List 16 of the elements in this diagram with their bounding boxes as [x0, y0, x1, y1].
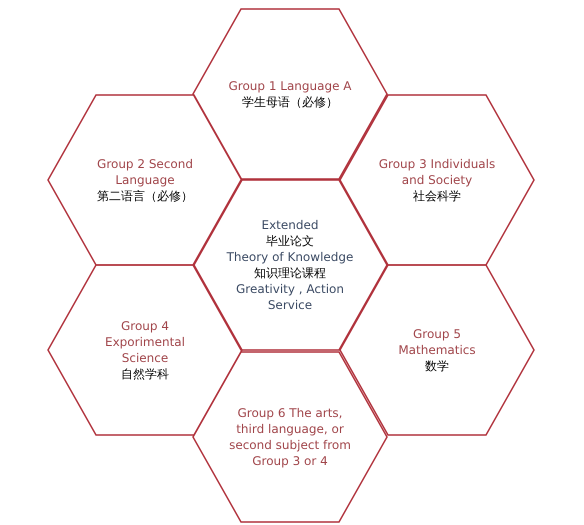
chinese-label: 自然学科 [121, 366, 169, 382]
chinese-label: 学生母语（必修） [242, 94, 338, 110]
group-title: Group 3 Individuals and Society [378, 156, 496, 188]
core-label: Theory of Knowledge [226, 249, 354, 265]
chinese-label: 数学 [425, 358, 449, 374]
group-title: Group 6 The arts, third language, or second subject from Group 3 or 4 [228, 405, 352, 469]
chinese-label: 第二语言（必修） [97, 188, 193, 204]
chinese-label: 社会科学 [413, 188, 461, 204]
core-label: Greativity , Action Service [234, 281, 345, 313]
group-title: Group 5 Mathematics [397, 326, 477, 358]
group-title: Group 4 Exporimental Science [104, 318, 186, 366]
core-label: Extended [262, 217, 318, 233]
group-title: Group 1 Language A [228, 78, 352, 94]
chinese-label: 知识理论课程 [254, 265, 326, 281]
group-title: Group 2 Second Language [96, 156, 194, 188]
chinese-label: 毕业论文 [266, 233, 314, 249]
